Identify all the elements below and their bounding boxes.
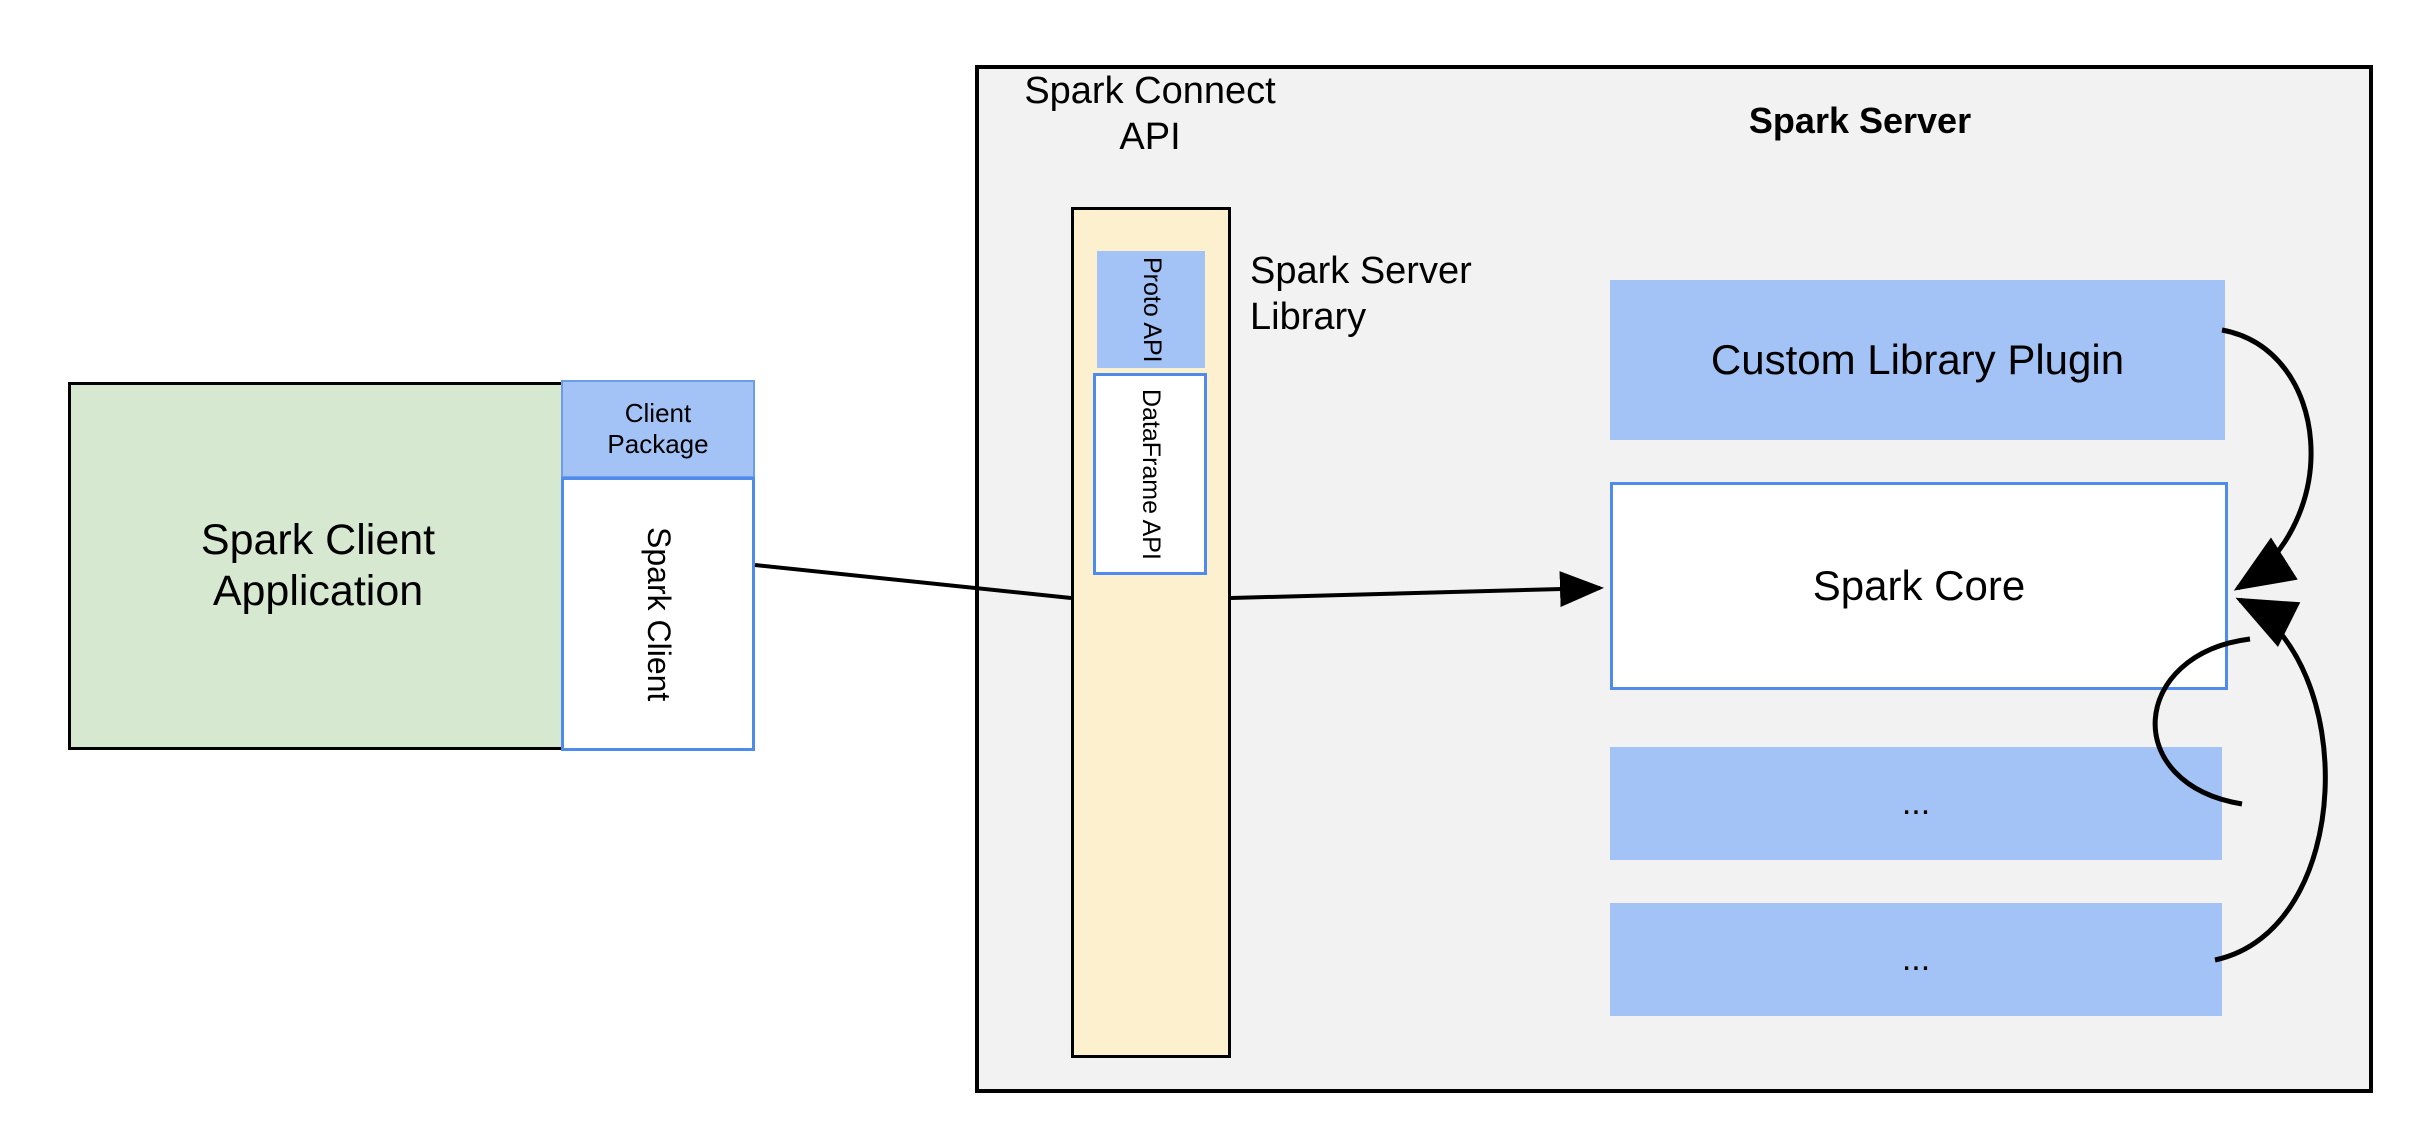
spark-client-label: Spark Client [640, 526, 677, 702]
dataframe-api-label: DataFrame API [1136, 388, 1165, 560]
ellipsis-box-2[interactable]: ... [1610, 903, 2222, 1016]
spark-client-application-label: Spark Client Application [200, 516, 436, 615]
proto-api-label: Proto API [1137, 256, 1166, 363]
client-package-label: Client Package [607, 398, 709, 459]
spark-client-application-box[interactable]: Spark Client Application [68, 382, 568, 750]
custom-library-plugin-box[interactable]: Custom Library Plugin [1610, 280, 2225, 440]
spark-core-box[interactable]: Spark Core [1610, 482, 2228, 690]
custom-library-plugin-label: Custom Library Plugin [1710, 336, 2125, 384]
spark-core-label: Spark Core [1812, 562, 2026, 610]
spark-server-library-label: Spark Server Library [1250, 250, 1472, 339]
ellipsis-label-2: ... [1901, 940, 1931, 979]
proto-api-box[interactable]: Proto API [1097, 251, 1205, 368]
ellipsis-box-1[interactable]: ... [1610, 747, 2222, 860]
client-package-box[interactable]: Client Package [561, 380, 755, 478]
spark-connect-api-label: Spark Connect API [1024, 70, 1276, 159]
ellipsis-label-1: ... [1901, 784, 1931, 823]
dataframe-api-box[interactable]: DataFrame API [1093, 373, 1207, 575]
spark-client-box[interactable]: Spark Client [561, 477, 755, 751]
spark-server-title: Spark Server [1748, 100, 1972, 141]
